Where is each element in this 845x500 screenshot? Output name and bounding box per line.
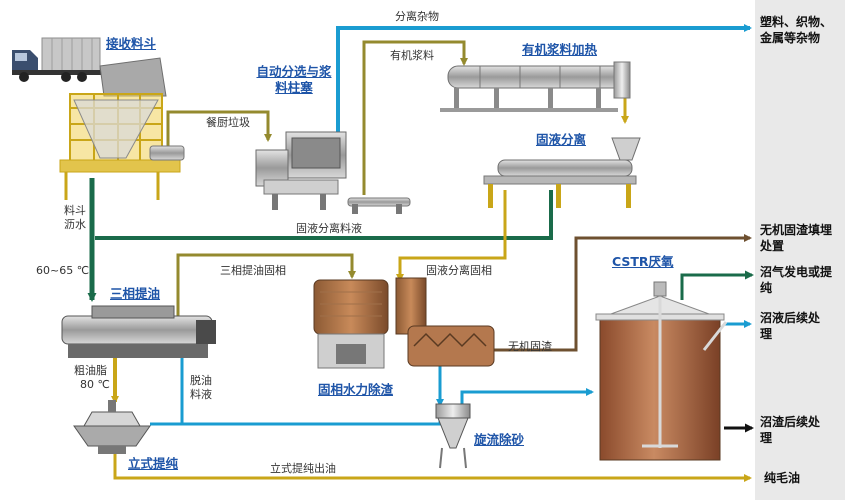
label-degreased-liquid: 脱油料液: [190, 374, 212, 401]
vertical-purifier-graphic: [73, 400, 151, 454]
label-temp-65: 60~65 ℃: [36, 264, 90, 277]
pipe-vertical-oil-out: [113, 448, 752, 482]
hydraulic-slag-graphic: [313, 277, 495, 369]
pipe-separation-solid: [396, 190, 507, 282]
label-separation-liquid: 固液分离料液: [296, 222, 362, 235]
label-temp-80: 80 ℃: [80, 378, 110, 391]
output-crude-oil: 纯毛油: [764, 471, 801, 485]
output-sidebar: [755, 0, 845, 500]
pipe-kitchen-waste: [166, 110, 272, 148]
pipe-three-phase-solid: [176, 253, 356, 320]
output-digestate-residue: 沼渣后续处理: [760, 415, 821, 445]
pipe-degreased-liquid: [180, 358, 444, 426]
pipe-impurities: [336, 24, 752, 138]
label-inorganic-slag: 无机固渣: [508, 340, 552, 353]
unit-receiving-hopper: 接收料斗: [106, 36, 157, 51]
unit-solid-hydraulic-slag: 固相水力除渣: [318, 382, 394, 397]
pipe-inorganic-slag: [494, 234, 752, 352]
output-inorganic-landfill: 无机固渣填埋处置: [760, 223, 833, 253]
label-separated-impurities: 分离杂物: [395, 10, 439, 23]
label-hopper-drain: 料斗沥水: [64, 204, 86, 231]
output-digestate-liquid: 沼液后续处理: [760, 311, 821, 341]
label-vertical-oil-out: 立式提纯出油: [270, 462, 336, 475]
unit-organic-heating: 有机浆料加热: [522, 42, 598, 57]
solid-liquid-separator-graphic: [483, 137, 641, 208]
pipe-biogas: [680, 270, 754, 300]
unit-solid-liquid-separation: 固液分离: [536, 132, 587, 147]
unit-cyclone-desanding: 旋流除砂: [474, 432, 525, 447]
output-biogas: 沼气发电或提纯: [760, 265, 833, 295]
receiving-hopper-graphic: [59, 57, 185, 200]
label-separation-solid: 固液分离固相: [426, 264, 492, 277]
pipe-separation-liquid: [95, 190, 553, 240]
truck-icon: [12, 37, 102, 82]
pipe-organic-slurry: [362, 40, 468, 195]
three-phase-decanter-graphic: [61, 305, 216, 358]
label-three-phase-solid: 三相提油固相: [220, 264, 286, 277]
label-crude-grease: 粗油脂: [74, 364, 107, 377]
label-kitchen-waste: 餐厨垃圾: [206, 116, 250, 129]
cstr-tank-graphic: [595, 281, 728, 461]
organic-heater-graphic: [440, 61, 631, 112]
pipe-cyclone-to-cstr: [460, 388, 594, 405]
output-plastic-textile-metal: 塑料、织物、金属等杂物: [760, 15, 833, 45]
label-organic-slurry: 有机浆料: [390, 49, 434, 62]
unit-vertical-purification: 立式提纯: [128, 456, 179, 471]
unit-auto-sorting: 自动分选与浆料柱塞: [256, 64, 332, 95]
unit-cstr: CSTR厌氧: [612, 254, 674, 269]
cyclone-desander-graphic: [435, 403, 471, 469]
unit-three-phase-oil: 三相提油: [110, 286, 161, 301]
auto-sorting-graphic: [255, 131, 411, 214]
